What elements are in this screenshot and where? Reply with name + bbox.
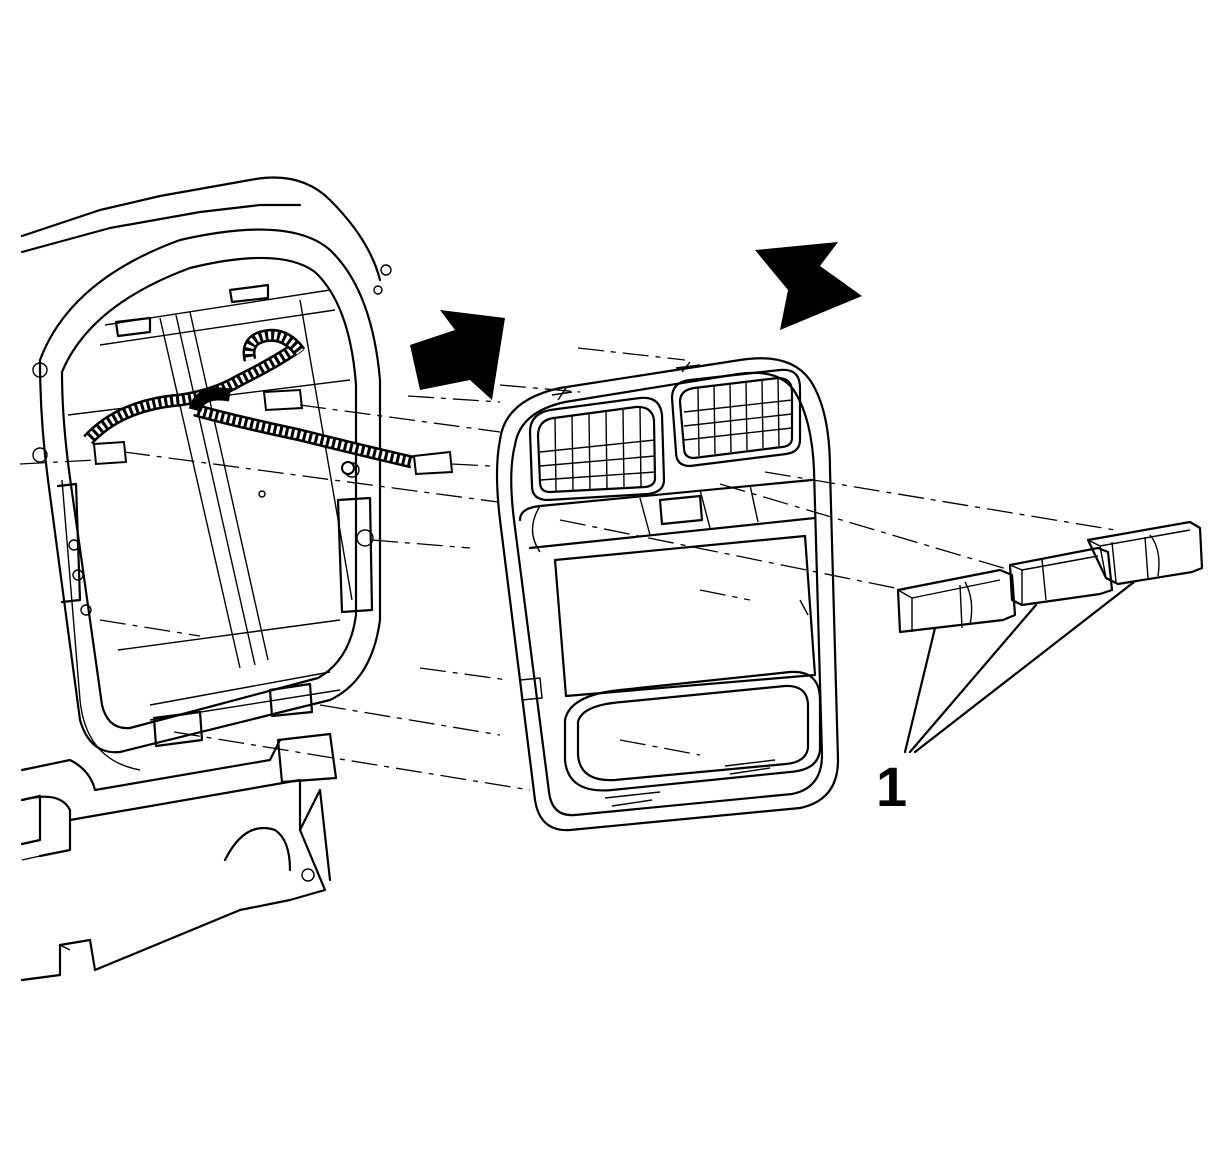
switch-2: [1008, 546, 1114, 607]
right-direction-arrow: [755, 242, 862, 330]
direction-arrows: [410, 242, 862, 400]
switch-3: [1086, 520, 1204, 586]
switch-assemblies: [896, 520, 1204, 634]
switch-1: [896, 568, 1017, 634]
wiring-harness: [83, 328, 454, 476]
leader-line-switch-3: [913, 580, 1136, 754]
instrument-panel: [20, 176, 392, 784]
alignment-lines: [19, 347, 1116, 791]
callout-label: 1: [876, 755, 907, 818]
leader-line-switch-1: [903, 626, 937, 754]
lower-support-bracket: [20, 738, 332, 982]
callout-1-group: 1: [876, 580, 1136, 818]
leader-line-switch-2: [908, 603, 1038, 754]
right-air-vent: [670, 368, 802, 468]
center-bezel: [495, 357, 840, 832]
left-direction-arrow: [410, 310, 505, 400]
left-air-vent: [528, 396, 666, 502]
